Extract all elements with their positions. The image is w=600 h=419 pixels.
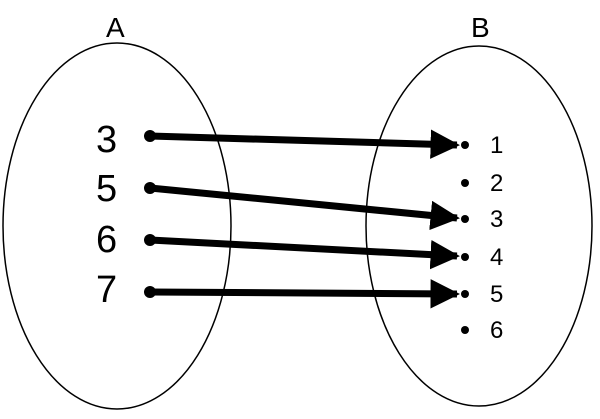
set-a-element: 5 — [96, 168, 117, 210]
set-b-point — [461, 141, 469, 149]
set-a-element: 7 — [96, 269, 117, 311]
set-b-element: 4 — [490, 244, 503, 271]
set-b-ellipse — [365, 45, 593, 407]
mapping-arrow — [149, 279, 460, 309]
set-a-label: A — [106, 12, 125, 43]
set-a-element: 3 — [96, 119, 117, 161]
set-b-element: 5 — [490, 281, 503, 308]
set-b-point — [461, 290, 469, 298]
set-b-element: 2 — [490, 170, 503, 197]
mapping-arrow — [149, 129, 460, 159]
set-b-point — [461, 253, 469, 261]
set-a-element: 6 — [96, 219, 117, 261]
set-b-element: 6 — [490, 317, 503, 344]
set-b-point — [461, 179, 469, 187]
set-b-label: B — [471, 12, 490, 43]
mapping-arrow — [149, 236, 460, 270]
set-b-point — [461, 326, 469, 334]
set-b-element: 3 — [490, 206, 503, 233]
set-b-point — [461, 215, 469, 223]
set-a-ellipse — [2, 42, 232, 410]
mapping-arrow — [149, 184, 460, 231]
set-b-element: 1 — [490, 132, 503, 159]
